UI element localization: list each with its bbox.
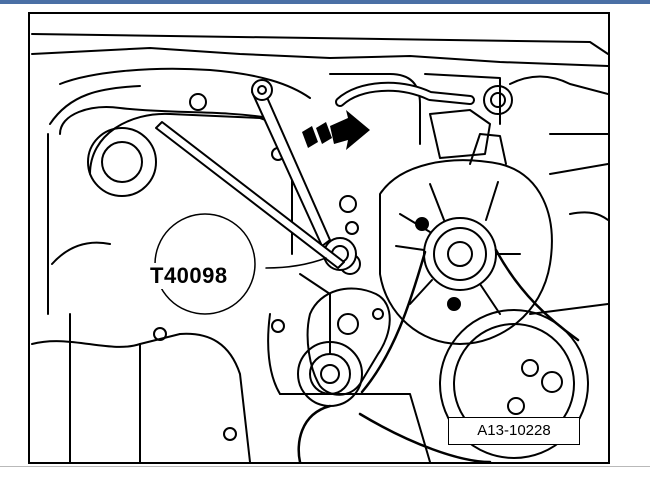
belt-tensioner — [297, 253, 391, 407]
figure-code-label: A13-10228 — [448, 417, 580, 445]
engine-line-drawing — [31, 33, 608, 462]
bottom-divider — [0, 466, 650, 467]
tool-label: T40098 — [148, 263, 230, 289]
rotation-direction-arrow — [302, 110, 370, 150]
engine-diagram-figure: T40098 A13-10228 — [28, 12, 610, 464]
alternator — [379, 109, 553, 345]
engine-outline — [31, 33, 608, 462]
top-accent-bar — [0, 0, 650, 4]
ribbed-belt — [297, 248, 580, 462]
locking-pin-tool — [155, 121, 345, 269]
coolant-hose — [335, 81, 513, 115]
